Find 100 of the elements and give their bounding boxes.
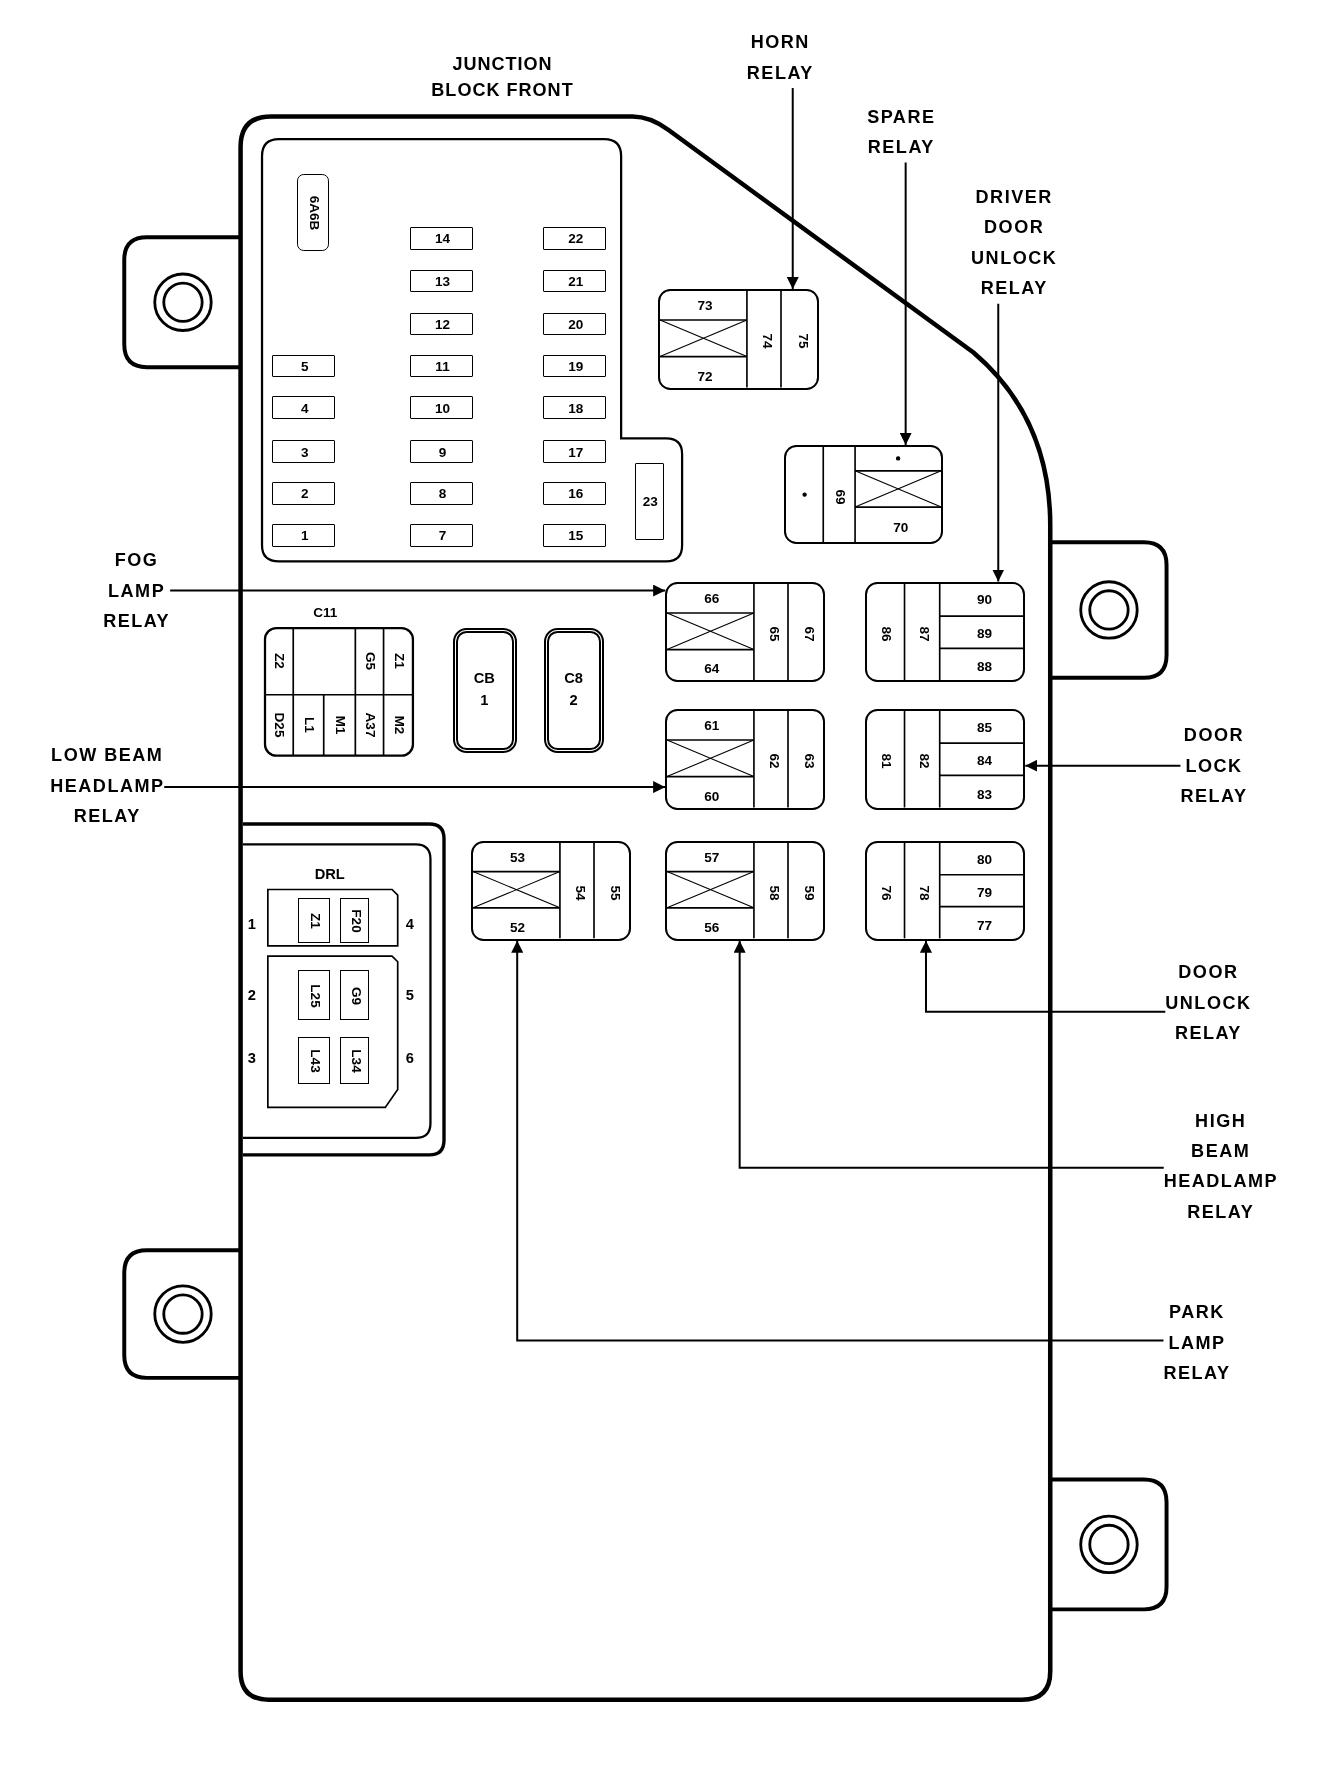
cavity-label: L34 [348, 1049, 363, 1073]
cavity-slot [298, 1036, 330, 1085]
fuse-number: 5 [301, 360, 309, 374]
terminal-number: 79 [976, 886, 992, 900]
leader-arrow [511, 939, 1165, 1342]
cavity-slot [298, 897, 330, 943]
fuse-slot [297, 173, 329, 251]
terminal-number: 62 [766, 753, 781, 769]
drl-module [242, 824, 444, 1156]
leader-arrow [733, 939, 1165, 1169]
fuse-number: 2 [301, 487, 309, 502]
terminal-number: 78 [916, 885, 931, 901]
heading-text: JUNCTION BLOCK FRONT [430, 52, 575, 102]
pin-number: 6 [405, 1050, 414, 1066]
callout-text: DOOR LOCK RELAY [1180, 720, 1248, 812]
pin-number: 1 [247, 916, 256, 932]
leader-arrow [920, 939, 1167, 1013]
fuse-slot [409, 482, 474, 505]
fuse-number: 4 [301, 401, 309, 416]
fuse-number: 18 [568, 401, 584, 416]
cavity-label: L43 [308, 1049, 322, 1073]
terminal-number: 53 [509, 851, 525, 865]
callout-text: FOG LAMP RELAY [103, 545, 171, 637]
fuse-number: 20 [568, 318, 584, 332]
cavity-slot [298, 970, 330, 1020]
fuse-slot [409, 226, 474, 250]
cavity-label: G5 [363, 652, 377, 671]
fuse-number: 19 [568, 360, 584, 374]
terminal-number: 61 [704, 719, 720, 733]
terminal-number: 70 [893, 521, 909, 536]
leader-arrow [169, 584, 667, 597]
fuse-slot [409, 269, 474, 293]
fuse-slot [543, 312, 607, 336]
fuse-number: 17 [568, 445, 584, 460]
leader-arrow [786, 87, 799, 291]
fuse-slot [543, 482, 607, 505]
fuse-number: 22 [568, 232, 584, 246]
circuit-breaker-slot [452, 627, 518, 754]
terminal-number: 90 [976, 593, 992, 608]
terminal-number: 54 [572, 885, 587, 901]
cavity-label: L1 [302, 717, 316, 733]
callout-text: HORN RELAY [746, 27, 814, 89]
terminal-number: 65 [766, 626, 781, 642]
fuse-number: 14 [435, 232, 451, 246]
fuse-number: 10 [435, 401, 451, 416]
breaker-label: CB 1 [473, 669, 495, 711]
fuse-number: 8 [438, 487, 447, 502]
terminal-number: 67 [802, 626, 817, 642]
fuse-number: 16 [568, 487, 584, 502]
fuse-number: 3 [301, 445, 309, 460]
pin-number: 2 [247, 987, 256, 1003]
module-label: DRL [314, 866, 345, 882]
fuse-number: 7 [438, 529, 447, 543]
terminal-number: 86 [879, 626, 893, 642]
cavity-label: D25 [272, 712, 287, 738]
fuse-number: 23 [642, 495, 658, 510]
fuse-slot [409, 396, 474, 419]
cavity-slot [339, 1036, 370, 1085]
cavity-label: L25 [308, 984, 322, 1008]
fuse-slot [409, 523, 474, 547]
terminal-number: 87 [916, 626, 931, 642]
leader-arrow [992, 302, 1005, 583]
terminal-number: 72 [697, 369, 713, 384]
terminal-number: 69 [833, 489, 847, 505]
relay-socket [865, 709, 1026, 810]
fuse-number: 13 [435, 275, 451, 289]
cavity-label: Z2 [272, 653, 287, 670]
terminal-number: 60 [704, 789, 720, 804]
fuse-slot [543, 440, 607, 463]
cavity-slot [339, 897, 370, 943]
callout-text: LOW BEAM HEADLAMP RELAY [50, 740, 165, 832]
fuse-slot [272, 396, 336, 419]
terminal-number: 58 [766, 885, 781, 901]
pin-number: 3 [247, 1050, 256, 1066]
terminal-number: 89 [976, 627, 992, 641]
terminal-number: 74 [760, 333, 774, 349]
fuse-slot [543, 523, 607, 547]
relay-socket [865, 841, 1026, 941]
leader-arrow [1024, 759, 1182, 772]
fuse-slot [409, 312, 474, 336]
breaker-label: C8 2 [564, 669, 583, 711]
terminal-number: 76 [879, 885, 893, 901]
terminal-number: 85 [976, 721, 992, 735]
leader-arrow [163, 781, 667, 794]
terminal-number: 77 [976, 919, 992, 933]
relay-socket [665, 841, 826, 941]
terminal-number: 83 [976, 788, 992, 802]
fuse-slot [543, 226, 607, 250]
terminal-number: 81 [879, 753, 893, 769]
terminal-number: 52 [509, 920, 525, 935]
fuse-slot [634, 463, 664, 540]
fuse-slot [409, 354, 474, 378]
circuit-breaker-slot [544, 627, 605, 754]
fuse-slot [543, 354, 607, 378]
terminal-number: 56 [704, 920, 720, 935]
fuse-number: 11 [435, 360, 450, 374]
terminal-number: 84 [976, 754, 992, 769]
fuse-slot [272, 354, 336, 378]
fuse-number: 9 [438, 445, 447, 460]
terminal-number: 64 [704, 662, 720, 676]
